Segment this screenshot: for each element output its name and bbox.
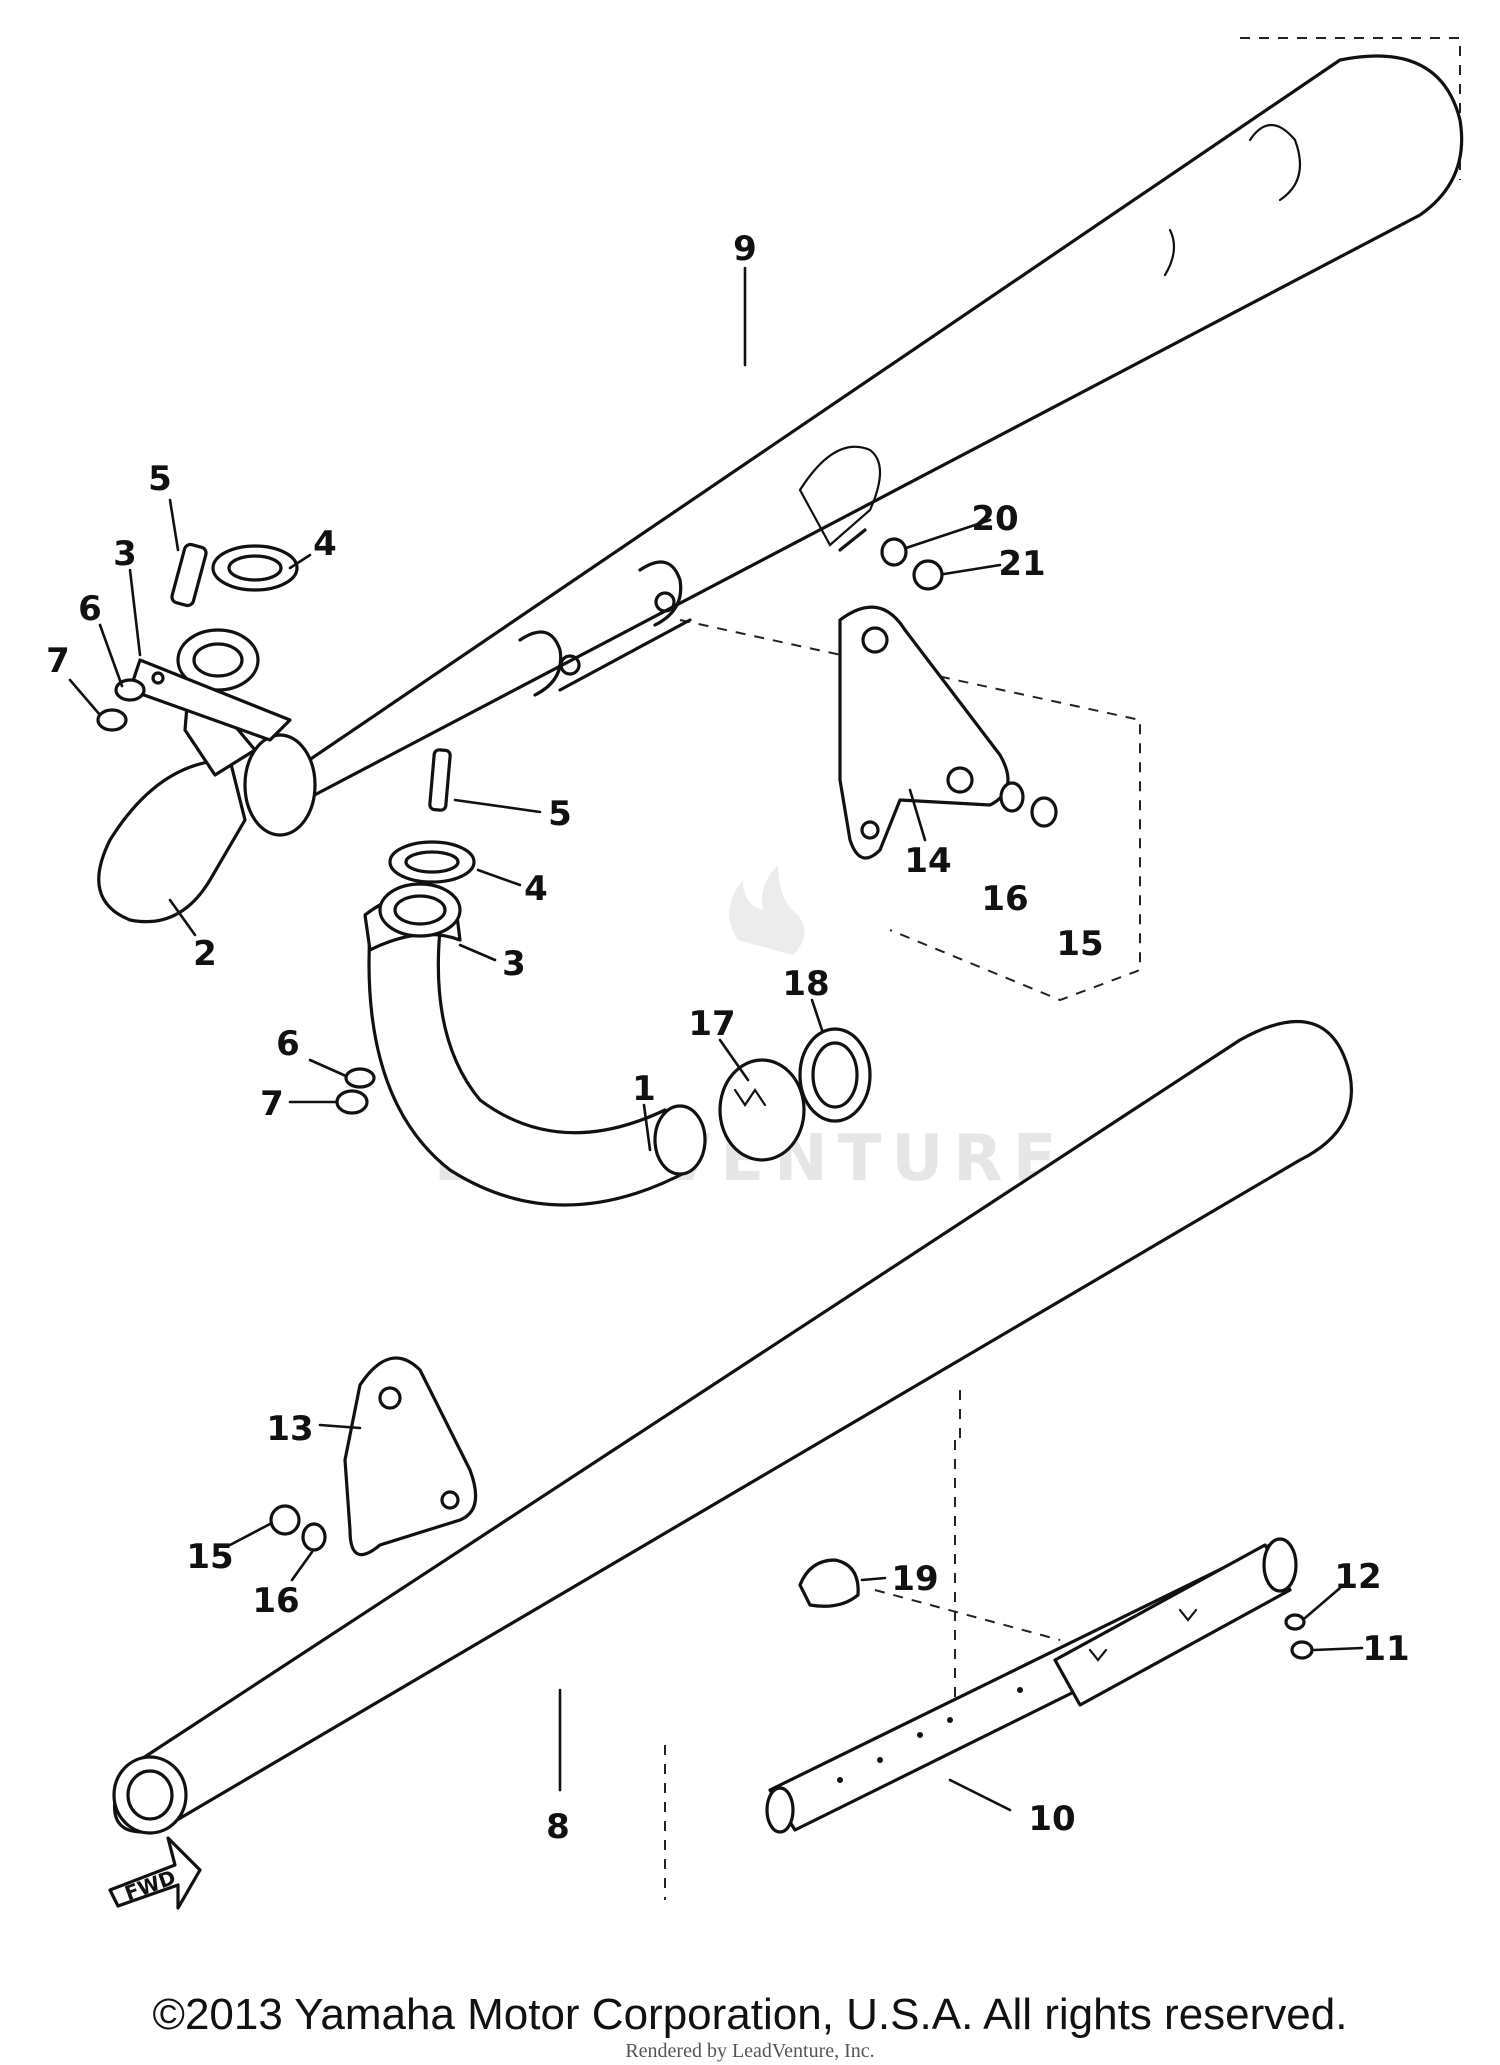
label-part-17: 17 — [688, 1004, 735, 1044]
label-part-5-upper: 5 — [148, 459, 172, 499]
rendered-by-notice: Rendered by LeadVenture, Inc. — [625, 2040, 875, 2062]
label-part-19: 19 — [891, 1559, 938, 1599]
label-part-16-lower: 16 — [252, 1581, 299, 1621]
label-part-15-lower: 15 — [186, 1537, 233, 1577]
label-part-8: 8 — [546, 1807, 570, 1847]
label-part-13: 13 — [266, 1409, 313, 1449]
label-part-4-lower: 4 — [524, 869, 548, 909]
label-part-16-upper: 16 — [981, 879, 1028, 919]
label-part-12: 12 — [1334, 1557, 1381, 1597]
lower-bracket-hardware — [269, 1504, 327, 1552]
copyright-notice: ©2013 Yamaha Motor Corporation, U.S.A. A… — [152, 1990, 1348, 2039]
label-part-9: 9 — [733, 229, 757, 269]
baffle-tube — [765, 1537, 1298, 1834]
upper-muffler — [263, 54, 1464, 802]
upper-bracket-hardware — [880, 537, 1058, 828]
label-part-7-upper: 7 — [46, 641, 70, 681]
forward-arrow-label: FWD — [121, 1865, 178, 1905]
callout-labels: 9 5 4 3 6 7 2 5 4 3 6 7 1 17 18 14 16 15… — [46, 229, 1410, 1847]
label-part-3-lower: 3 — [502, 944, 526, 984]
forward-arrow: FWD — [108, 1836, 202, 1910]
reference-lines — [664, 37, 1461, 1900]
baffle-cap — [718, 1058, 806, 1162]
label-part-3-upper: 3 — [113, 534, 137, 574]
lower-muffler — [112, 1019, 1353, 1835]
screw-and-washer — [1284, 1613, 1314, 1660]
lower-exhaust-pipe — [363, 882, 707, 1207]
upper-washer-nut — [96, 678, 146, 732]
label-part-15-upper: 15 — [1056, 924, 1103, 964]
label-part-6-upper: 6 — [78, 589, 102, 629]
upper-stud — [170, 542, 208, 608]
label-part-4-upper: 4 — [313, 524, 337, 564]
label-part-11: 11 — [1362, 1629, 1409, 1669]
label-part-7-lower: 7 — [260, 1084, 284, 1124]
upper-bracket — [838, 605, 1010, 860]
label-part-2: 2 — [193, 934, 217, 974]
lower-bracket — [343, 1356, 478, 1557]
label-part-6-lower: 6 — [276, 1024, 300, 1064]
end-cap — [798, 1558, 860, 1608]
label-part-21: 21 — [998, 544, 1045, 584]
label-part-14: 14 — [904, 841, 951, 881]
lower-gasket — [388, 840, 476, 884]
seal-ring — [798, 1027, 872, 1123]
label-part-18: 18 — [782, 964, 829, 1004]
label-part-5-lower: 5 — [548, 794, 572, 834]
upper-exhaust-pipe — [97, 628, 317, 924]
upper-gasket — [211, 544, 299, 592]
label-part-20: 20 — [971, 499, 1018, 539]
label-part-10: 10 — [1028, 1799, 1075, 1839]
lower-stud — [428, 748, 452, 812]
leader-lines — [68, 266, 1364, 1812]
label-part-1: 1 — [632, 1069, 656, 1109]
